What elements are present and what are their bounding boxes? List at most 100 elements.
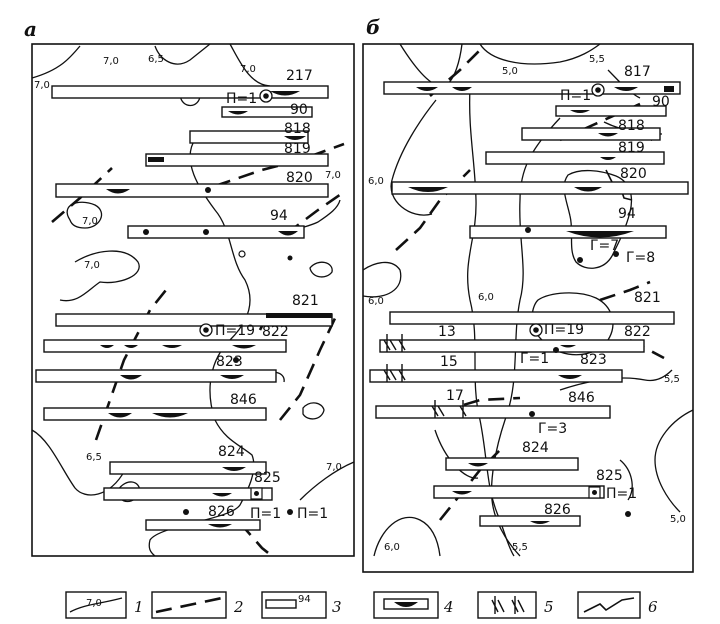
- panel-b-points: [525, 83, 631, 517]
- trench-bar: [391, 181, 689, 195]
- ore-lens: [560, 345, 576, 348]
- sample-point: [287, 509, 293, 515]
- point-label: П=1: [297, 506, 328, 522]
- isoline: [154, 43, 211, 65]
- trench-bar: [109, 461, 267, 475]
- trench-label: 826: [208, 504, 235, 520]
- point-label: П=1: [250, 506, 281, 522]
- trench-bar: [127, 225, 305, 239]
- ore-lens: [208, 524, 232, 528]
- isoline-label: 5,0: [502, 66, 518, 77]
- legend-item-trench: 94 3: [261, 591, 342, 619]
- trench-label: 217: [286, 68, 313, 84]
- point-label: Г=3: [538, 421, 567, 437]
- panel-b-sample-labels: 13 15 17: [438, 324, 464, 404]
- sample-point: [625, 511, 631, 517]
- legend-number: 6: [648, 598, 658, 616]
- well-marker: [529, 323, 543, 337]
- sample-marker: [383, 334, 406, 352]
- trench-label: 821: [292, 293, 319, 309]
- panel-a-trenches: [35, 85, 333, 531]
- ore-lens: [468, 463, 488, 467]
- trench-bar: [221, 106, 313, 118]
- panel-b-trench-labels: 817 90 818 819 820 94 821 822 823 846 82…: [522, 64, 670, 518]
- ore-lens: [270, 91, 300, 96]
- trench-label: 818: [284, 121, 311, 137]
- isoline-label: 7,0: [34, 80, 50, 91]
- sample-marker: [431, 400, 467, 418]
- isoline-label: 5,5: [589, 54, 605, 65]
- point-label: П=1: [226, 91, 257, 107]
- trench-bar: [103, 487, 273, 501]
- trench-bar: [375, 405, 611, 419]
- sample-point: [203, 229, 209, 235]
- ore-lens: [598, 133, 618, 137]
- sample-point: [529, 411, 535, 417]
- point-label: П=1: [606, 486, 637, 502]
- ore-lens: [664, 86, 674, 92]
- panel-a-frame: [31, 43, 355, 557]
- trench-bar: [389, 311, 675, 325]
- fault-line: [239, 522, 273, 558]
- ore-lens: [232, 345, 256, 349]
- trench-bar: [145, 519, 261, 531]
- point-label: П=19: [215, 323, 255, 339]
- ore-lens: [108, 413, 132, 418]
- isoline: [31, 45, 81, 79]
- panel-b-point-labels: П=1 Г=7 Г=8 П=19 Г=1 Г=3 П=1: [520, 88, 655, 502]
- trench-label: 820: [286, 170, 313, 186]
- trench-label: 822: [262, 324, 289, 340]
- trench-bar: [35, 369, 277, 383]
- well-marker: [588, 486, 601, 499]
- ore-lens: [452, 491, 472, 495]
- ore-lens: [106, 189, 130, 194]
- panel-a-ore-lenses: [100, 91, 306, 528]
- sample-point: [143, 229, 149, 235]
- ore-lens: [416, 87, 438, 91]
- trench-label: 822: [624, 324, 651, 340]
- isoline-label: 6,5: [86, 452, 102, 463]
- legend-number: 1: [134, 598, 144, 616]
- trench-label: 818: [618, 118, 645, 134]
- well-marker: [591, 83, 605, 97]
- trench-label: 823: [216, 354, 243, 370]
- isoline: [302, 402, 325, 420]
- ore-lens: [408, 187, 448, 192]
- ore-lens: [566, 231, 634, 238]
- legend-item-ore-lens: 4: [373, 591, 454, 619]
- legend-number: 2: [233, 598, 244, 616]
- ore-lens: [228, 111, 248, 115]
- isoline-label: 7,0: [325, 170, 341, 181]
- trench-label: 824: [218, 444, 245, 460]
- trench-bar: [145, 153, 329, 167]
- isoline: [619, 459, 633, 501]
- panel-a: а 7,0 6,5 7,0 7,0 7,0 7,0 7,: [24, 17, 355, 558]
- point-label: Г=1: [520, 351, 549, 367]
- panel-a-isoline-labels: 7,0 6,5 7,0 7,0 7,0 7,0 7,0 6,5 7,0: [34, 54, 342, 473]
- sample-point: [238, 250, 246, 258]
- point-label: Г=7: [590, 238, 619, 254]
- trench-bar: [433, 485, 605, 499]
- isoline-label: 5,5: [512, 542, 528, 553]
- legend-number: 4: [443, 598, 454, 616]
- sample-marker: [383, 364, 406, 382]
- sample-point: [233, 357, 239, 363]
- ore-lens: [148, 157, 164, 162]
- ore-lens: [570, 110, 590, 113]
- fault-line: [214, 142, 345, 188]
- isoline: [654, 409, 694, 513]
- panel-b-letter: б: [366, 15, 380, 39]
- trench-label: 817: [624, 64, 651, 80]
- trench-label: 824: [522, 440, 549, 456]
- trench-label: 846: [230, 392, 257, 408]
- trench-label: 819: [284, 141, 311, 157]
- trench-bar: [379, 339, 645, 353]
- trench-label: 94: [618, 206, 636, 222]
- trench-bar: [521, 127, 661, 141]
- trench-bar: [51, 85, 329, 99]
- trench-bar: [55, 183, 329, 198]
- panel-a-trench-labels: 217 90 818 819 820 94 821 822 823 846 82…: [208, 68, 319, 520]
- ore-lens: [558, 375, 582, 379]
- sample-label: 13: [438, 324, 456, 340]
